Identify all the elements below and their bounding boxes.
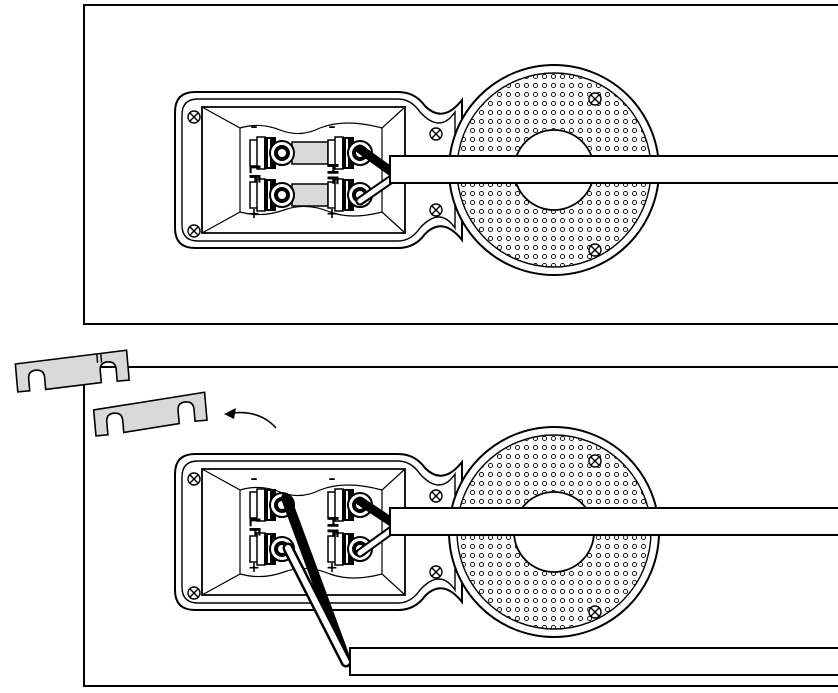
removal-arrow <box>224 408 277 429</box>
speaker-cable <box>389 155 838 184</box>
hf-speaker-cable <box>389 507 838 536</box>
lf-positive-sign: + <box>248 206 260 222</box>
hf-negative-sign: – <box>329 471 336 487</box>
lf-label: LF <box>246 164 264 184</box>
bridge-positive <box>291 183 329 207</box>
lf-negative-sign: – <box>251 119 258 135</box>
hf-positive-sign: + <box>326 206 338 222</box>
hf-negative-sign: – <box>329 119 336 135</box>
hf-positive-sign: + <box>326 560 338 576</box>
removed-bridge-upper <box>14 349 131 393</box>
panel-bi-wire: – + LF – + HF <box>14 349 838 687</box>
lf-label: LF <box>246 517 264 537</box>
lf-positive-sign: + <box>248 560 260 576</box>
removed-bridge-lower <box>92 391 208 437</box>
lf-speaker-cable <box>349 647 838 676</box>
lf-wire-positive <box>285 545 349 665</box>
hf-label: HF <box>324 516 342 539</box>
bridge-negative <box>291 141 329 165</box>
panel-single-wire: – + LF – + HF <box>83 4 838 325</box>
lf-negative-sign: – <box>251 471 258 487</box>
hf-label: HF <box>324 163 342 186</box>
